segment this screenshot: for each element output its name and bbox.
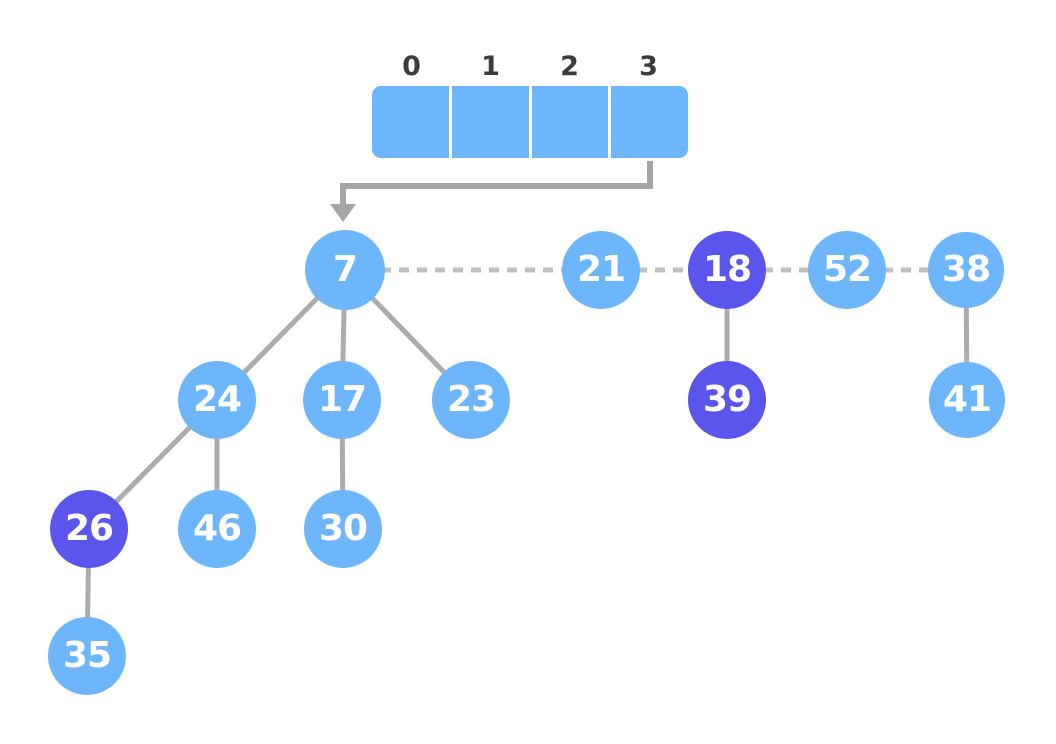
degree-array-index-2: 2	[560, 51, 579, 82]
heap-node-label: 23	[446, 379, 496, 420]
heap-node-label: 39	[702, 379, 752, 420]
heap-node-24: 24	[178, 361, 256, 439]
heap-node-label: 7	[332, 249, 358, 290]
array-to-root-arrow-head	[330, 204, 356, 222]
degree-array-index-3: 3	[639, 51, 658, 82]
degree-array-cell-0	[372, 86, 449, 158]
heap-node-7: 7	[305, 230, 385, 310]
heap-node-label: 21	[576, 249, 626, 290]
heap-node-18-marked: 18	[688, 231, 766, 309]
heap-node-label: 46	[192, 508, 242, 549]
heap-node-41: 41	[929, 362, 1005, 438]
heap-node-23: 23	[432, 361, 510, 439]
array-to-root-arrow-shaft	[340, 161, 653, 206]
heap-node-label: 24	[192, 379, 242, 420]
heap-node-17: 17	[303, 361, 381, 439]
heap-node-label: 41	[942, 379, 992, 420]
heap-node-39-marked: 39	[688, 361, 766, 439]
heap-node-label: 18	[702, 249, 752, 290]
heap-node-label: 30	[318, 508, 368, 549]
heap-node-label: 35	[62, 635, 112, 676]
degree-array-cell-1	[448, 86, 529, 158]
degree-array-index-1: 1	[481, 51, 500, 82]
heap-node-21: 21	[562, 231, 640, 309]
heap-node-52: 52	[808, 231, 886, 309]
degree-array	[372, 86, 688, 158]
heap-node-30: 30	[304, 490, 382, 568]
heap-node-26-marked: 26	[50, 490, 128, 568]
heap-node-label: 26	[64, 508, 114, 549]
heap-node-label: 52	[822, 249, 872, 290]
heap-node-label: 17	[317, 379, 367, 420]
heap-node-38: 38	[928, 232, 1004, 308]
heap-node-label: 38	[941, 249, 991, 290]
degree-array-index-0: 0	[402, 51, 421, 82]
degree-array-cell-2	[528, 86, 609, 158]
heap-node-46: 46	[178, 490, 256, 568]
heap-node-35: 35	[48, 617, 126, 695]
degree-array-cell-3	[608, 86, 688, 158]
